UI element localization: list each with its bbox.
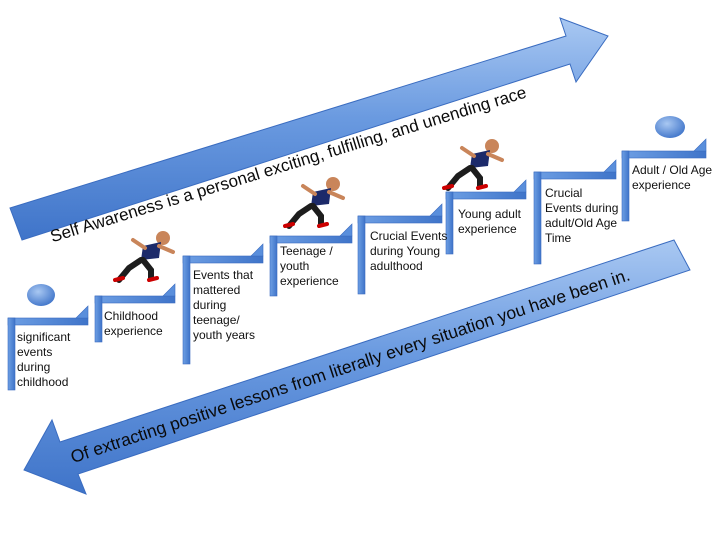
step-bracket-3 (182, 243, 264, 365)
person-end-icon (655, 116, 685, 138)
step-label-3: Events that mattered during teenage/ you… (193, 268, 256, 342)
step-bracket-4 (269, 223, 353, 297)
staircase (7, 138, 707, 391)
step-bracket-7 (533, 159, 617, 265)
step-bracket-8 (621, 138, 707, 222)
step-bracket-2 (94, 283, 176, 343)
step-bracket-5 (357, 203, 443, 295)
step-bracket-1 (7, 305, 89, 391)
runner-icon (113, 231, 175, 283)
top-arrow (9, 17, 609, 241)
step-label-8: Adult / Old Age experience (632, 163, 713, 192)
step-label-5: Crucial Events during Young adulthood (370, 229, 448, 273)
step-bracket-6 (445, 179, 527, 255)
step-label-6: Young adult experience (458, 207, 521, 236)
runner-icon (283, 177, 345, 229)
step-label-2: Childhood experience (104, 309, 163, 338)
step-label-7: Crucial Events during adult/Old Age Time (545, 186, 619, 245)
step-label-4: Teenage / youth experience (280, 244, 339, 288)
person-start-icon (27, 284, 55, 306)
bottom-arrow (23, 239, 691, 495)
runner-icon (442, 139, 504, 191)
step-label-1: significant events during childhood (17, 330, 71, 389)
